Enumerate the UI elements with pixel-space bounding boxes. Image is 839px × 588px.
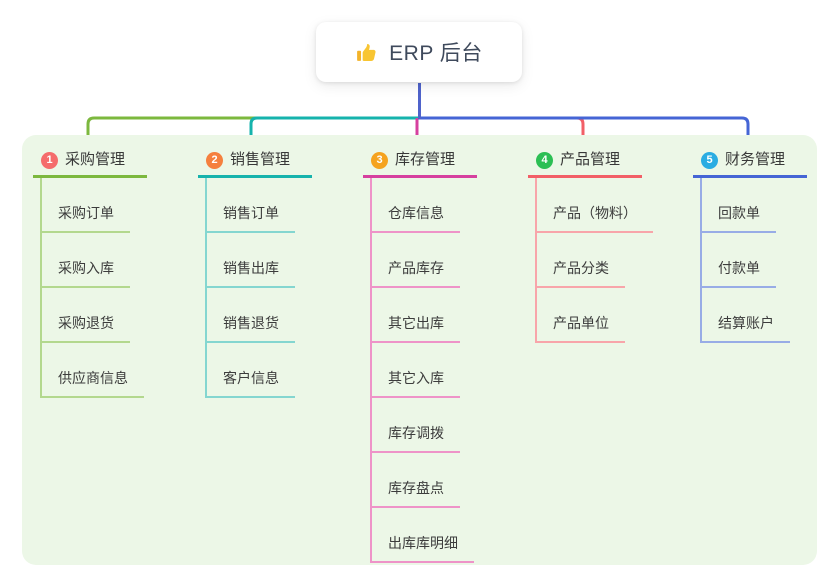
child-node[interactable]: 其它出库 <box>372 288 460 343</box>
child-node[interactable]: 销售订单 <box>207 178 295 233</box>
column-title: 销售管理 <box>230 151 291 168</box>
column-header[interactable]: 1 采购管理 <box>33 148 147 178</box>
child-node[interactable]: 其它入库 <box>372 343 460 398</box>
modules-panel: 1 采购管理 采购订单采购入库采购退货供应商信息 2 销售管理 销售订单销售出库… <box>22 135 817 565</box>
column-1: 1 采购管理 采购订单采购入库采购退货供应商信息 <box>33 148 147 398</box>
child-node[interactable]: 仓库信息 <box>372 178 460 233</box>
child-node[interactable]: 库存盘点 <box>372 453 460 508</box>
child-node[interactable]: 供应商信息 <box>42 343 144 398</box>
index-badge: 5 <box>701 151 718 169</box>
root-title: ERP 后台 <box>389 42 483 65</box>
index-badge: 2 <box>206 151 223 169</box>
child-node[interactable]: 客户信息 <box>207 343 295 398</box>
column-title: 采购管理 <box>65 151 126 168</box>
child-node[interactable]: 库存调拨 <box>372 398 460 453</box>
column-title: 产品管理 <box>560 151 621 168</box>
children-group: 仓库信息产品库存其它出库其它入库库存调拨库存盘点出库库明细 <box>370 178 477 563</box>
column-title: 财务管理 <box>725 151 786 168</box>
column-5: 5 财务管理 回款单付款单结算账户 <box>693 148 807 343</box>
child-node[interactable]: 采购订单 <box>42 178 130 233</box>
thumbs-up-icon <box>355 41 378 64</box>
column-header[interactable]: 4 产品管理 <box>528 148 642 178</box>
index-badge: 4 <box>536 151 553 169</box>
column-2: 2 销售管理 销售订单销售出库销售退货客户信息 <box>198 148 312 398</box>
child-node[interactable]: 出库库明细 <box>372 508 474 563</box>
children-group: 回款单付款单结算账户 <box>700 178 807 343</box>
child-node[interactable]: 产品（物料） <box>537 178 653 233</box>
children-group: 产品（物料）产品分类产品单位 <box>535 178 653 343</box>
column-header[interactable]: 2 销售管理 <box>198 148 312 178</box>
index-badge: 1 <box>41 151 58 169</box>
index-badge: 3 <box>371 151 388 169</box>
child-node[interactable]: 付款单 <box>702 233 776 288</box>
child-node[interactable]: 采购退货 <box>42 288 130 343</box>
child-node[interactable]: 产品单位 <box>537 288 625 343</box>
child-node[interactable]: 回款单 <box>702 178 776 233</box>
column-title: 库存管理 <box>395 151 456 168</box>
child-node[interactable]: 结算账户 <box>702 288 790 343</box>
column-4: 4 产品管理 产品（物料）产品分类产品单位 <box>528 148 653 343</box>
child-node[interactable]: 产品库存 <box>372 233 460 288</box>
column-header[interactable]: 3 库存管理 <box>363 148 477 178</box>
root-node[interactable]: ERP 后台 <box>316 22 522 82</box>
children-group: 销售订单销售出库销售退货客户信息 <box>205 178 312 398</box>
child-node[interactable]: 销售出库 <box>207 233 295 288</box>
children-group: 采购订单采购入库采购退货供应商信息 <box>40 178 147 398</box>
child-node[interactable]: 采购入库 <box>42 233 130 288</box>
child-node[interactable]: 销售退货 <box>207 288 295 343</box>
column-3: 3 库存管理 仓库信息产品库存其它出库其它入库库存调拨库存盘点出库库明细 <box>363 148 477 563</box>
column-header[interactable]: 5 财务管理 <box>693 148 807 178</box>
child-node[interactable]: 产品分类 <box>537 233 625 288</box>
